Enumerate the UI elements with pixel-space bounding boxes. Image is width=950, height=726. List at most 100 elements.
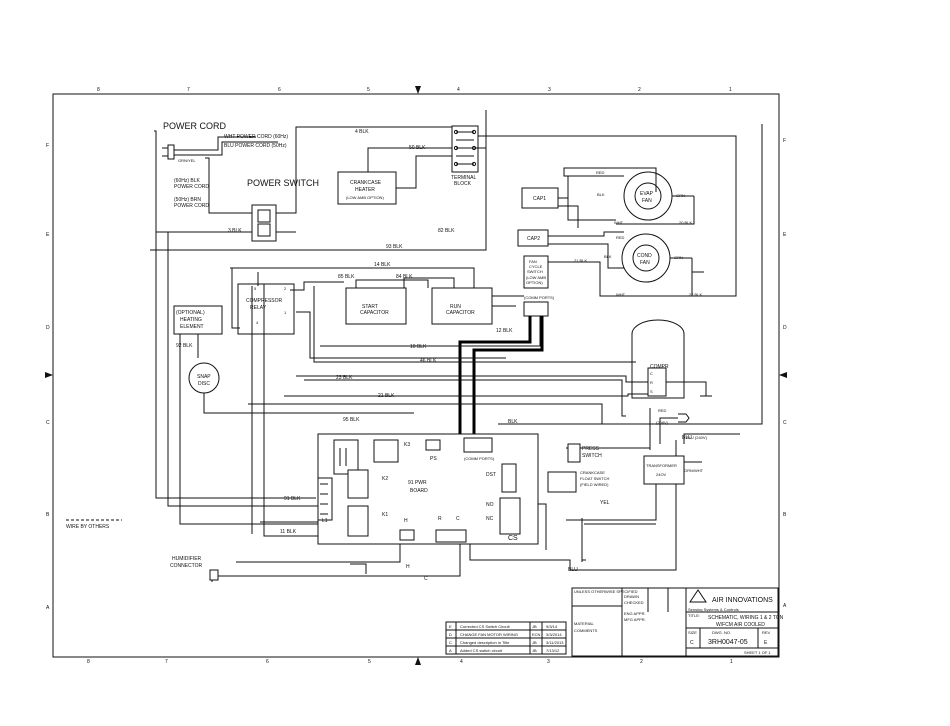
diagram-label: COMMENTS: [574, 628, 598, 633]
diagram-label: 91 PWR: [408, 480, 427, 486]
diagram-label: GRN/WHT: [684, 468, 704, 473]
diagram-label: 20 BLK: [679, 220, 692, 225]
row-mark: C: [783, 420, 787, 426]
diagram-label: 21 BLK: [378, 393, 395, 399]
diagram-label: C: [456, 516, 460, 522]
cap2: CAP2: [517, 229, 549, 247]
diagram-label: BLK: [508, 419, 518, 425]
row-mark: D: [783, 325, 787, 331]
row-mark: A: [46, 605, 50, 611]
col-mark: 2: [640, 659, 643, 665]
col-mark: 1: [730, 659, 733, 665]
diagram-label: UNLESS OTHERWISE SPECIFIED: [574, 589, 638, 594]
comm-port: (COMM PORTS): [458, 295, 555, 446]
diagram-label: RED: [616, 235, 625, 240]
diagram-label: MATERIAL: [574, 621, 594, 626]
diagram-label: GRN: [676, 193, 685, 198]
diagram-label: NC: [486, 516, 494, 522]
diagram-label: JB: [532, 640, 537, 645]
diagram-label: ENG APPR.: [624, 611, 646, 616]
fan-wire-labels: RED BLK WHT 20 BLK RED BLK WHT 22 BLK GR…: [574, 170, 702, 297]
center-arrow-icon: [415, 657, 421, 665]
diagram-label: Added CS switch circuit: [460, 648, 503, 653]
col-mark: 5: [367, 87, 370, 93]
col-mark: 3: [548, 87, 551, 93]
diagram-label: K3: [404, 442, 410, 448]
diagram-label: R: [650, 380, 653, 385]
brn-50hz-label: (50Hz) BRN: [174, 197, 201, 203]
diagram-label: OPTION): [526, 280, 543, 285]
diagram-label: SWITCH: [582, 453, 602, 459]
diagram-label: FLOAT SWITCH: [580, 476, 610, 481]
diagram-label: ECN: [532, 632, 541, 637]
revision-letter: E: [764, 640, 768, 646]
company-name: AIR INNOVATIONS: [712, 597, 773, 604]
diagram-label: FAN: [642, 198, 652, 204]
row-mark: D: [46, 325, 50, 331]
diagram-label: CHECKED: [624, 600, 644, 605]
diagram-label: H: [406, 564, 410, 570]
diagram-label: S: [650, 389, 653, 394]
power-cord-title: POWER CORD: [163, 121, 227, 131]
transformer: TRANSFORMER 24OV RED (208V) BLU (240V) G…: [643, 408, 708, 485]
diagram-label: ELEMENT: [180, 324, 204, 330]
diagram-label: DST: [486, 472, 496, 478]
wht-power-cord-label: WHT POWER CORD (60Hz): [224, 134, 288, 140]
diagram-label: TRANSFORMER: [646, 463, 677, 468]
diagram-label: 23 BLK: [336, 375, 353, 381]
diagram-label: CS: [508, 535, 518, 542]
diagram-label: 91 BLK: [284, 496, 301, 502]
diagram-label: RED: [658, 408, 667, 413]
diagram-label: JB: [532, 648, 537, 653]
diagram-label: CAPACITOR: [360, 310, 389, 316]
crankcase-float-switch: CRANKCASE FLOAT SWITCH (FIELD WIRED): [547, 470, 610, 493]
diagram-label: BLK: [597, 192, 605, 197]
diagram-label: SHEET 1 OF 1: [744, 650, 771, 655]
block-label: BLOCK: [454, 181, 472, 187]
diagram-label: RED: [596, 170, 605, 175]
row-mark: C: [46, 420, 50, 426]
center-arrow-icon: [779, 372, 787, 378]
diagram-label: 84 BLK: [396, 274, 413, 280]
blk-power-cord-label: POWER CORD: [174, 184, 209, 190]
row-mark: E: [46, 232, 50, 238]
diagram-label: CRANKCASE: [580, 470, 605, 475]
diagram-label: 9/3/14: [546, 624, 558, 629]
col-mark: 2: [638, 87, 641, 93]
diagram-label: (COMM PORTS): [524, 295, 555, 300]
col-mark: 1: [729, 87, 732, 93]
diagram-label: R: [438, 516, 442, 522]
diagram-label: 92 BLK: [176, 343, 193, 349]
diagram-label: 21 BLK: [574, 258, 587, 263]
col-mark: 7: [165, 659, 168, 665]
diagram-label: (OPTIONAL): [176, 310, 205, 316]
diagram-label: WHT: [616, 292, 626, 297]
diagram-label: SIZE: [688, 630, 697, 635]
diagram-label: EVAP: [640, 191, 654, 197]
pwr-board: 91 PWR BOARD K3 K2 K1 L1 PS (COMM PORTS)…: [317, 433, 539, 545]
title-block: UNLESS OTHERWISE SPECIFIED DRAWN CHECKED…: [571, 587, 784, 657]
diagram-label: (208V): [656, 420, 669, 425]
diagram-label: Corrected CS Switch Circuit: [460, 624, 510, 629]
diagram-label: L1: [322, 518, 328, 524]
brn-power-cord-label: POWER CORD: [174, 203, 209, 209]
start-capacitor: START CAPACITOR: [345, 287, 407, 325]
diagram-label: COND: [637, 253, 652, 259]
diagram-label: 2: [284, 286, 287, 291]
plug-icon: [162, 144, 175, 160]
diagram-label: WHT: [614, 220, 624, 225]
col-mark: 8: [87, 659, 90, 665]
crankcase-heater: CRANKCASE HEATER (LOW AMB OPTION): [337, 147, 452, 205]
diagram-label: YEL: [600, 500, 610, 506]
diagram-label: CRANKCASE: [350, 180, 382, 186]
diagram-label: NO: [486, 502, 494, 508]
diagram-label: PS: [430, 456, 437, 462]
row-mark: A: [783, 603, 787, 609]
col-mark: 5: [368, 659, 371, 665]
diagram-label: TITLE:: [688, 613, 700, 618]
diagram-label: GRN: [674, 255, 683, 260]
col-mark: 3: [547, 659, 550, 665]
run-capacitor: RUN CAPACITOR: [431, 287, 493, 325]
evap-fan: EVAP FAN: [623, 171, 694, 221]
